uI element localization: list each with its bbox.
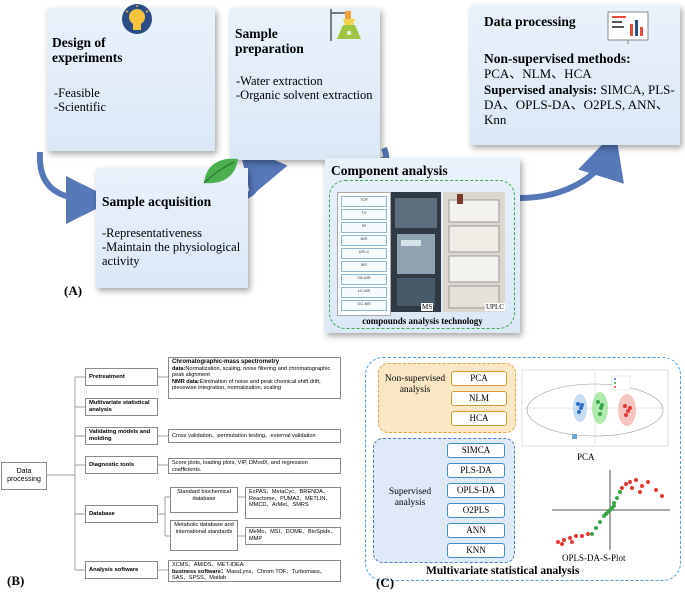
panel-a-label: (A): [64, 283, 83, 298]
nonsup-heading: Non-supervised methods:: [484, 51, 631, 66]
nonsup-methods: PCA、NLM、HCA: [484, 66, 592, 81]
equipment-list: TOF TV IR NIR UPLC MS CE-MS LC-MS GC-MS: [337, 192, 391, 316]
component-title: Component analysis: [331, 163, 448, 178]
nonsup-box: Non-supervised analysis PCA NLM HCA: [378, 363, 516, 433]
ms-label: MS: [421, 303, 434, 311]
node-database: Database: [85, 505, 158, 523]
sup-label: Supervised analysis: [388, 487, 432, 508]
prep-item-2: -Organic solvent extraction: [236, 88, 373, 102]
pretreat-data-line: data:Normalization, scaling, noise filte…: [172, 365, 331, 379]
processing-title: Data processing: [484, 14, 576, 29]
acquisition-title: Sample acquisition: [102, 194, 212, 209]
arrow-acquisition-to-prep: [238, 144, 288, 199]
equip-2: TV: [341, 209, 387, 220]
splot-caption: OPLS-DA-S-Plot: [562, 553, 626, 563]
ms-instrument-image: [391, 192, 441, 312]
design-title: Design of experiments: [52, 35, 123, 65]
method-hca: HCA: [451, 411, 507, 426]
diagnostic-details: Score plots, loading plots, VIP, DModX, …: [168, 458, 341, 474]
design-item-1: -Feasible: [54, 86, 100, 100]
method-o2pls: O2PLS: [447, 503, 505, 518]
panel-c-frame: [365, 357, 681, 581]
prep-title: Sample preparation: [235, 26, 304, 56]
validating-details: Cross validation、permutation testing、ext…: [168, 429, 341, 443]
software-line-2: business software：MassLynx、Chrom TOF、Tur…: [172, 568, 326, 582]
uplc-label: UPLC: [485, 303, 505, 311]
method-simca: SIMCA: [447, 443, 505, 458]
equip-4: NIR: [341, 235, 387, 246]
software-line-1: XCMS、AMIDS、MET-IDEA: [172, 562, 244, 568]
pretreat-nmr-line: NMR data:Elimination of noise and peak c…: [172, 378, 321, 392]
equip-8: LC-MS: [341, 287, 387, 298]
equip-9: GC-MS: [341, 300, 387, 311]
method-nlm: NLM: [451, 391, 507, 406]
pca-caption: PCA: [577, 452, 595, 462]
tree-connectors: [46, 376, 245, 571]
prep-card: Sample preparation -Water extraction -Or…: [230, 8, 380, 160]
node-software: Analysis software: [85, 561, 158, 579]
equip-5: UPLC: [341, 248, 387, 259]
node-diagnostic: Diagnostic tools: [85, 456, 158, 474]
method-pca: PCA: [451, 371, 507, 386]
pretreat-heading: Chromatographic-mass spectrometry: [172, 359, 280, 365]
arrow-component-to-processing: [519, 130, 624, 201]
oplsda-s-plot: [552, 470, 670, 550]
node-validating: Validating models and molding: [85, 427, 158, 445]
prep-item-1: -Water extraction: [236, 74, 323, 88]
method-ann: ANN: [447, 523, 505, 538]
panel-c-label: (C): [376, 575, 395, 590]
arrow-design-to-acquisition: [36, 151, 114, 224]
equip-6: MS: [341, 261, 387, 272]
node-multivariate: Multivariate statistical analysis: [85, 398, 158, 416]
leaf-icon: [203, 158, 238, 184]
root-data-processing: Data processing: [1, 462, 47, 490]
software-details: XCMS、AMIDS、MET-IDEA business software：Ma…: [168, 560, 341, 582]
node-pretreatment: Pretreatment: [85, 368, 158, 386]
component-caption: compounds analysis technology: [362, 316, 483, 326]
component-card: Component analysis TOF TV IR NIR UPLC MS…: [325, 158, 520, 333]
sup-box: Supervised analysis SIMCA PLS-DA OPLS-DA…: [373, 438, 515, 563]
pretreatment-details: Chromatographic-mass spectrometry data:N…: [168, 357, 341, 399]
method-knn: KNN: [447, 543, 505, 558]
acquisition-item-1: -Representativeness: [102, 226, 202, 240]
acquisition-item-2: -Maintain the physiological activity: [102, 240, 241, 268]
uplc-instrument-image: [443, 192, 505, 312]
equip-3: IR: [341, 222, 387, 233]
equip-1: TOF: [341, 196, 387, 207]
db-standard-list: ExPAS、MetaCyc、BRENDA、Reactome、PUMA2、METL…: [245, 487, 341, 519]
db-standard: Standard biochemical database: [170, 487, 238, 513]
sup-methods-block: Supervised analysis: SIMCA, PLS-DA、OPLS-…: [484, 82, 675, 127]
method-plsda: PLS-DA: [447, 463, 505, 478]
pca-score-plot: [521, 369, 669, 447]
data-board-icon: [607, 11, 649, 44]
design-item-2: -Scientific: [54, 100, 107, 114]
db-metabolic-list: MeMo、MSI、DOME、BioSpide、MMP: [245, 527, 341, 545]
nonsup-label: Non-supervised analysis: [384, 374, 446, 395]
flask-icon: [330, 9, 361, 41]
panel-c-title: Multivariate statistical analysis: [426, 565, 580, 577]
acquisition-card: Sample acquisition -Representativeness -…: [96, 168, 248, 288]
lightbulb-icon: [122, 4, 152, 34]
component-frame: [329, 180, 515, 329]
method-oplsda: OPLS-DA: [447, 483, 505, 498]
equip-7: CE-MS: [341, 274, 387, 285]
panel-b-label: (B): [7, 573, 25, 588]
db-metabolic: Metabolic database and international sta…: [170, 520, 238, 551]
